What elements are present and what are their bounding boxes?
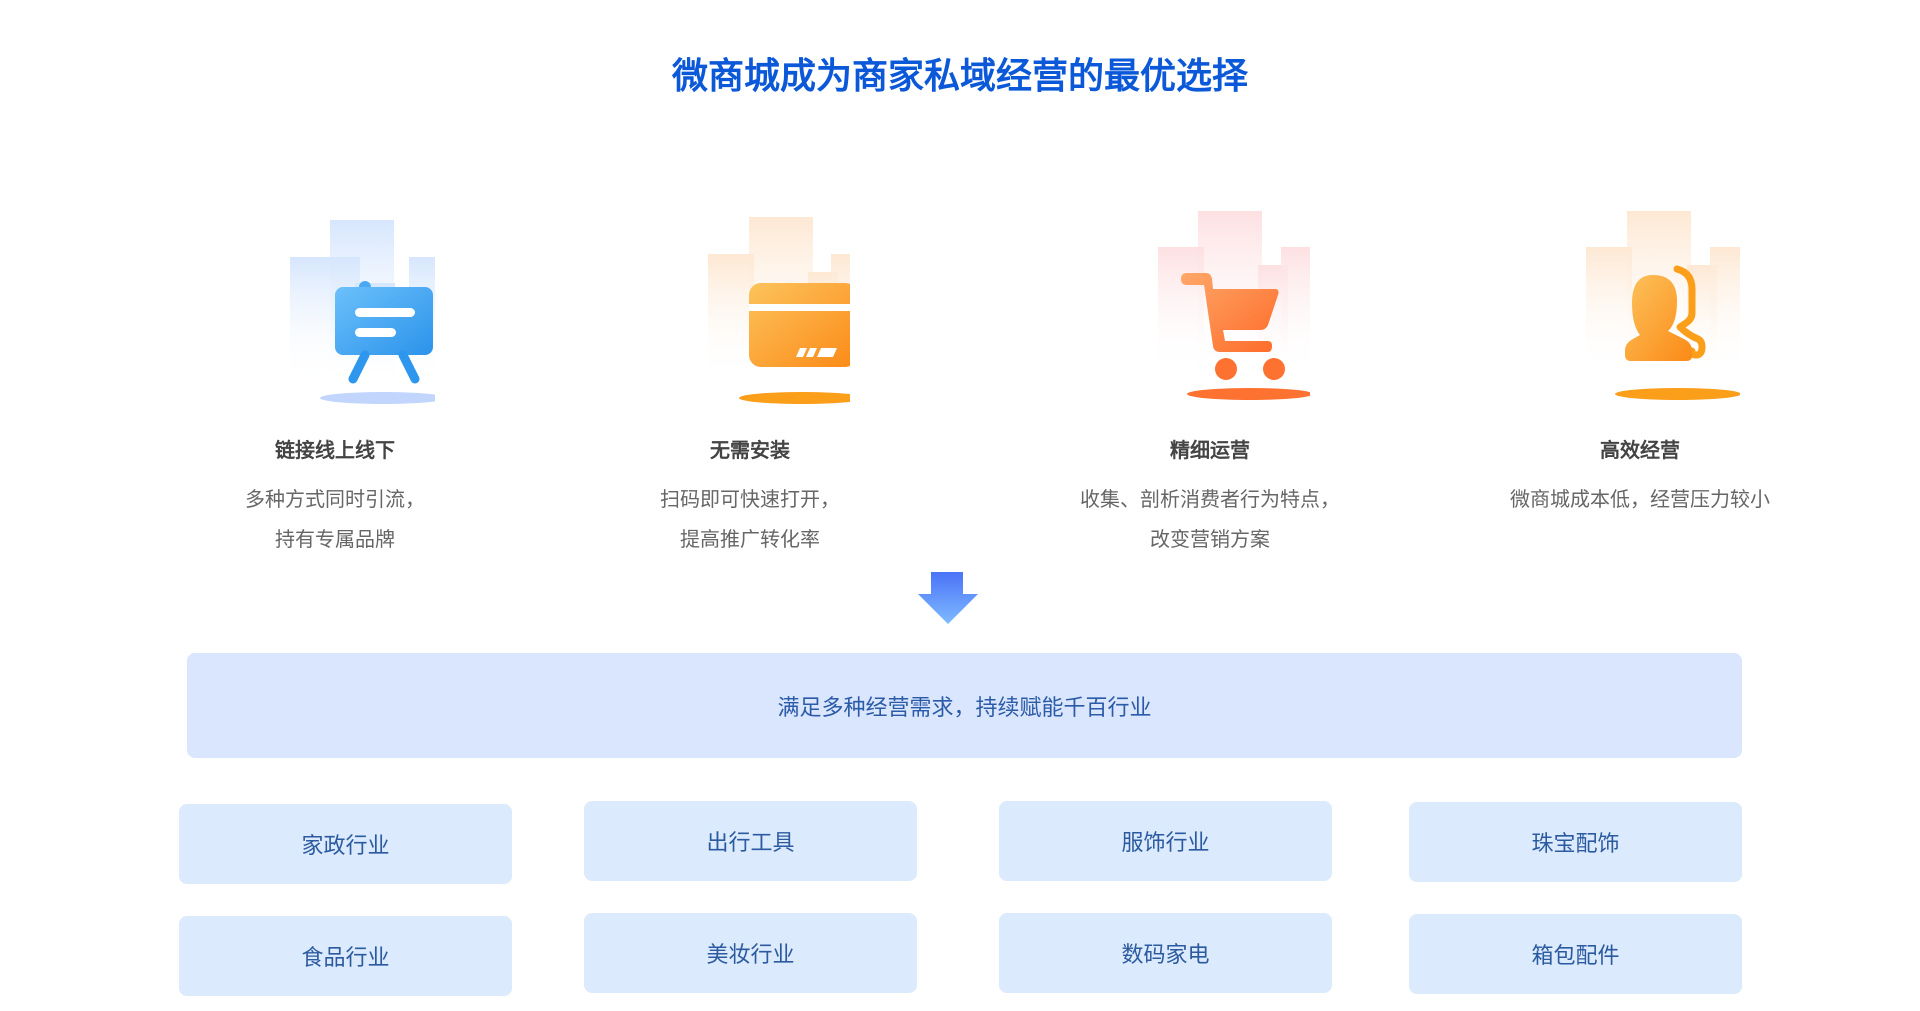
feature-efficient-operation: 高效经营 微商城成本低，经营压力较小 (1450, 205, 1830, 519)
feature-heading: 精细运营 (1170, 438, 1250, 462)
customer-service-icon (1540, 205, 1740, 405)
industry-card-transport[interactable]: 出行工具 (584, 801, 917, 881)
industry-card-housekeeping[interactable]: 家政行业 (179, 804, 512, 884)
industry-card-bags[interactable]: 箱包配件 (1409, 914, 1742, 994)
feature-fine-operation: 精细运营 收集、剖析消费者行为特点， 改变营销方案 (1020, 205, 1400, 559)
industry-card-electronics[interactable]: 数码家电 (999, 913, 1332, 993)
feature-online-offline: 链接线上线下 多种方式同时引流， 持有专属品牌 (145, 205, 525, 559)
feature-description-line: 扫码即可快速打开， (660, 487, 840, 511)
page-title: 微商城成为商家私域经营的最优选择 (671, 56, 1248, 97)
shopping-cart-icon (1110, 205, 1310, 405)
industry-card-label: 家政行业 (301, 834, 390, 859)
credit-card-icon (650, 205, 850, 405)
feature-heading: 链接线上线下 (275, 438, 395, 462)
industry-card-label: 服饰行业 (1121, 831, 1210, 856)
feature-heading: 高效经营 (1600, 438, 1680, 462)
presentation-board-icon (235, 205, 435, 405)
arrow-down-icon (916, 570, 980, 626)
banner-text: 满足多种经营需求，持续赋能千百行业 (777, 695, 1152, 721)
industry-card-jewelry[interactable]: 珠宝配饰 (1409, 802, 1742, 882)
industry-card-label: 出行工具 (706, 831, 795, 856)
industry-card-label: 美妆行业 (706, 943, 795, 968)
feature-description-line: 提高推广转化率 (680, 527, 820, 551)
feature-description-line: 持有专属品牌 (275, 527, 395, 551)
feature-description: 扫码即可快速打开， 提高推广转化率 (560, 479, 940, 559)
feature-description: 微商城成本低，经营压力较小 (1450, 479, 1830, 519)
industry-card-apparel[interactable]: 服饰行业 (999, 801, 1332, 881)
feature-description-line: 改变营销方案 (1150, 527, 1270, 551)
industry-card-label: 食品行业 (301, 946, 390, 971)
feature-description-line: 微商城成本低，经营压力较小 (1510, 487, 1770, 511)
industry-card-label: 珠宝配饰 (1531, 832, 1620, 857)
industry-card-label: 箱包配件 (1531, 944, 1620, 969)
feature-description-line: 多种方式同时引流， (245, 487, 425, 511)
feature-heading: 无需安装 (710, 438, 790, 462)
feature-description: 收集、剖析消费者行为特点， 改变营销方案 (1020, 479, 1400, 559)
feature-description-line: 收集、剖析消费者行为特点， (1080, 487, 1340, 511)
industry-card-label: 数码家电 (1121, 943, 1210, 968)
industries-banner: 满足多种经营需求，持续赋能千百行业 (187, 653, 1742, 758)
feature-description: 多种方式同时引流， 持有专属品牌 (145, 479, 525, 559)
feature-no-install: 无需安装 扫码即可快速打开， 提高推广转化率 (560, 205, 940, 559)
industry-card-beauty[interactable]: 美妆行业 (584, 913, 917, 993)
industry-card-food[interactable]: 食品行业 (179, 916, 512, 996)
